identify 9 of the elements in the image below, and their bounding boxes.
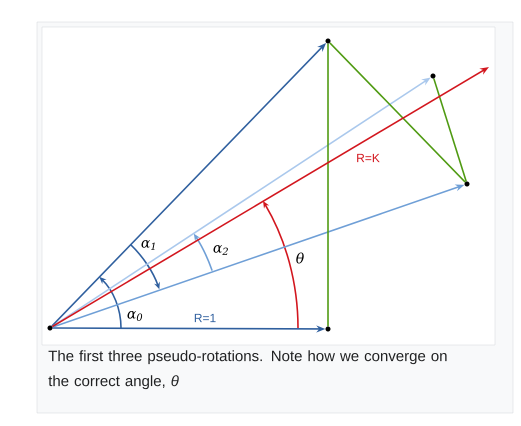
caption: The first three pseudo-rotations. Note how we converge on the correct angle, θ bbox=[48, 350, 447, 390]
edge-label: R=K bbox=[355, 152, 381, 164]
line bbox=[327, 44, 329, 326]
angle-label: θ bbox=[296, 252, 304, 264]
angle-label: α$_{1}$ bbox=[142, 240, 155, 250]
angle-label: α$_{2}$ bbox=[214, 245, 228, 255]
line bbox=[329, 42, 466, 183]
angle-label: α$_{0}$ bbox=[128, 311, 142, 321]
line bbox=[433, 78, 467, 182]
